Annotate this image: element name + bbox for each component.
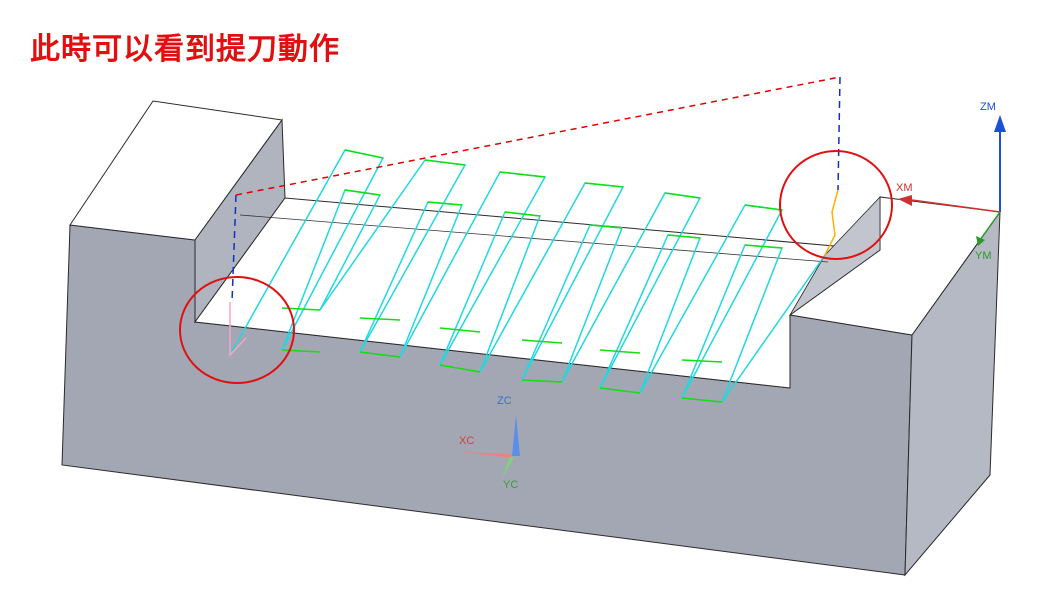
cut-pass [721, 254, 826, 403]
plunge-move [229, 302, 247, 357]
xc-axis-label: XC [459, 435, 474, 447]
link-moves [281, 149, 783, 403]
zm-axis-label: ZM [980, 101, 996, 113]
ym-axis-label: YM [975, 250, 992, 262]
workpiece-block [61, 100, 1001, 577]
right-step-inner-face [789, 195, 881, 316]
toolpath[interactable] [229, 76, 841, 403]
annotation-caption: 此時可以看到提刀動作 [30, 32, 340, 67]
highlight-circle-entry [179, 276, 295, 384]
xm-axis-label: XM [896, 182, 913, 194]
zc-axis-label: ZC [497, 395, 512, 407]
rapid-up-right [837, 76, 841, 191]
rapid-retract-line [235, 76, 841, 196]
yc-axis-label: YC [503, 479, 518, 491]
pocket-reference-line [239, 214, 829, 263]
lift-move [824, 189, 839, 256]
rapid-down-left [231, 194, 237, 303]
work-axis-triad: ZC XC YC [459, 395, 520, 491]
machine-axis-triad: ZM XM YM [896, 101, 1006, 262]
highlight-circle-lift [779, 150, 893, 260]
